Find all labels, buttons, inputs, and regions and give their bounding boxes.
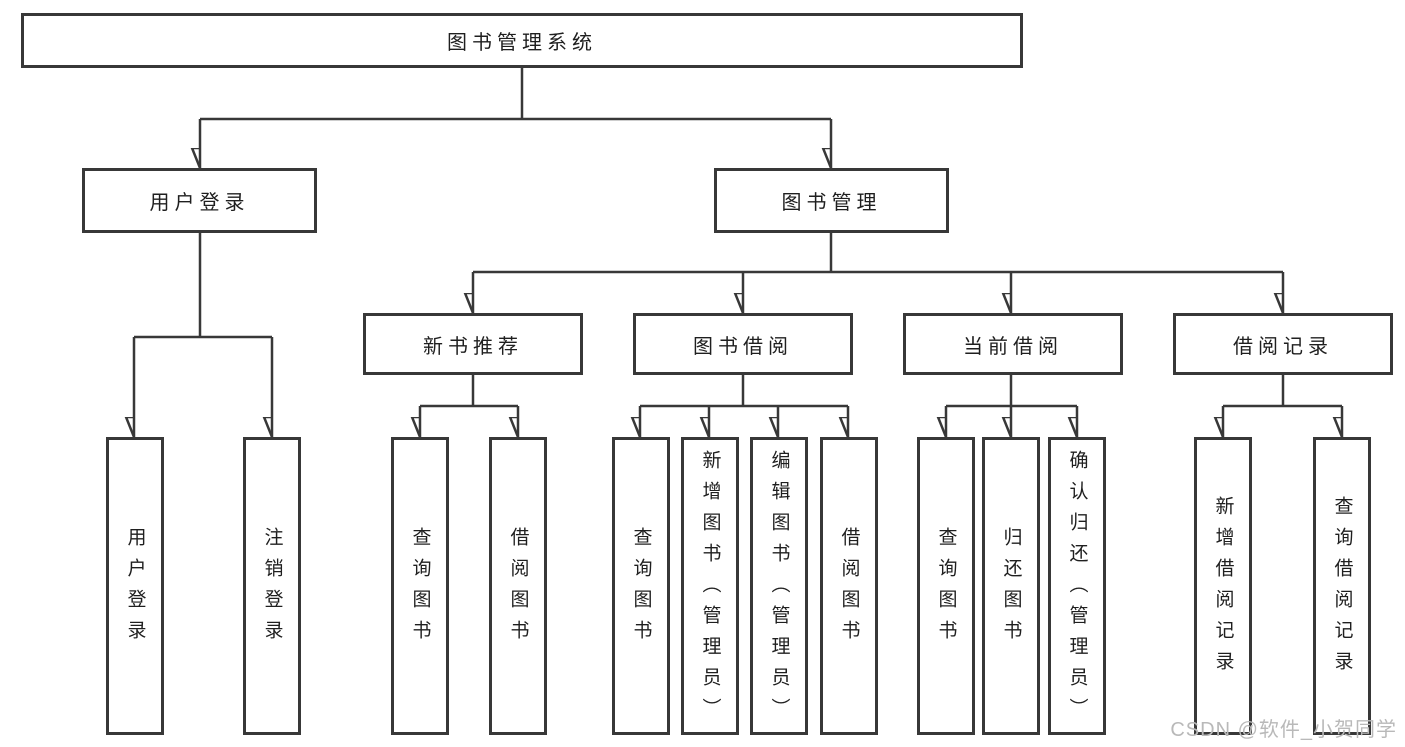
leaf-confirm-return-admin: 确认归还（管理员） xyxy=(1048,437,1106,735)
leaf-query-books-current: 查询图书 xyxy=(917,437,975,735)
leaf-add-books-admin: 新增图书（管理员） xyxy=(681,437,739,735)
leaf-borrow-books-recommend: 借阅图书 xyxy=(489,437,547,735)
csdn-watermark: CSDN @软件_小贺同学 xyxy=(1170,719,1397,741)
leaf-edit-books-admin: 编辑图书（管理员） xyxy=(750,437,808,735)
leaf-return-books: 归还图书 xyxy=(982,437,1040,735)
leaf-query-books-recommend: 查询图书 xyxy=(391,437,449,735)
leaf-logout: 注销登录 xyxy=(243,437,301,735)
leaf-borrow-books-borrowing: 借阅图书 xyxy=(820,437,878,735)
node-current-borrowing: 当前借阅 xyxy=(903,313,1123,375)
leaf-add-borrow-record: 新增借阅记录 xyxy=(1194,437,1252,735)
leaf-query-books-borrowing: 查询图书 xyxy=(612,437,670,735)
node-root-library-management-system: 图书管理系统 xyxy=(21,13,1023,68)
node-new-book-recommend: 新书推荐 xyxy=(363,313,583,375)
node-borrowing-records: 借阅记录 xyxy=(1173,313,1393,375)
node-user-login: 用户登录 xyxy=(82,168,317,233)
leaf-user-login: 用户登录 xyxy=(106,437,164,735)
leaf-query-borrow-record: 查询借阅记录 xyxy=(1313,437,1371,735)
node-book-borrowing: 图书借阅 xyxy=(633,313,853,375)
node-book-management: 图书管理 xyxy=(714,168,949,233)
